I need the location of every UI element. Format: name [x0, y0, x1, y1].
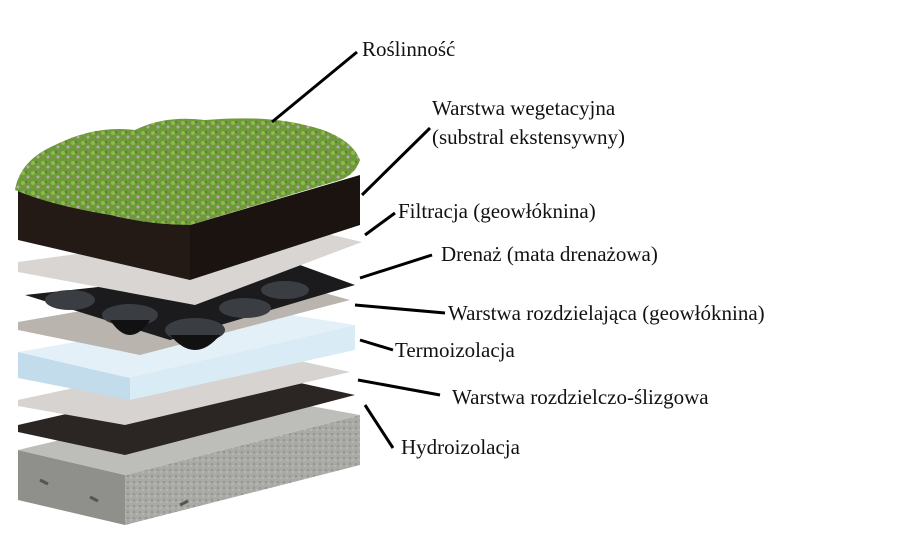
label-separation: Warstwa rozdzielająca (geowłóknina) — [448, 301, 765, 325]
label-thermal-insulation: Termoizolacja — [395, 338, 515, 362]
substrate-layer — [18, 175, 360, 280]
label-substrate-line1: Warstwa wegetacyjna — [432, 96, 616, 120]
label-slip-layer: Warstwa rozdzielczo-ślizgowa — [452, 385, 709, 409]
label-waterproofing: Hydroizolacja — [401, 435, 520, 459]
vegetation-layer — [15, 118, 360, 225]
label-vegetation: Roślinność — [362, 37, 456, 61]
label-filtration: Filtracja (geowłóknina) — [398, 199, 596, 223]
label-drainage: Drenaż (mata drenażowa) — [441, 242, 658, 266]
label-substrate-line2: (substral ekstensywny) — [432, 125, 626, 149]
leader-lines — [271, 50, 446, 449]
waterproofing-layer — [18, 372, 355, 455]
